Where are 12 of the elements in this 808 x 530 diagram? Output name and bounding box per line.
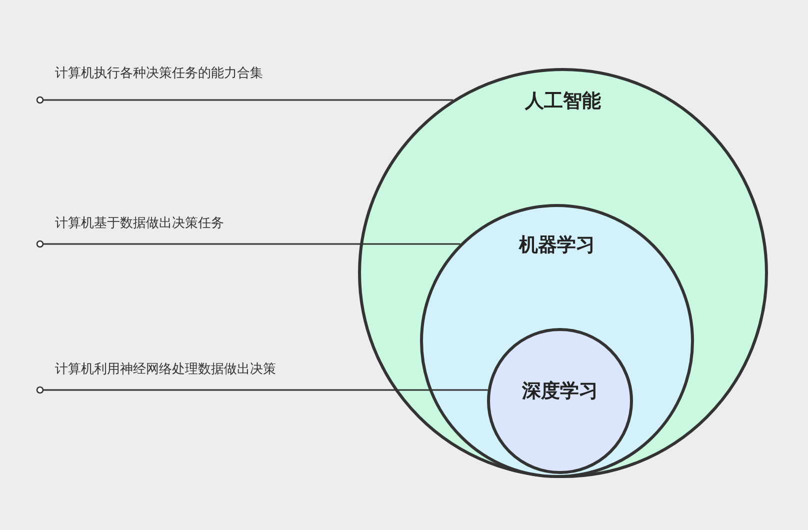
description-text: 计算机利用神经网络处理数据做出决策	[55, 361, 276, 378]
leader-line	[36, 386, 488, 394]
region-label: 机器学习	[519, 233, 595, 258]
leader-line	[36, 96, 454, 104]
circle-region	[487, 328, 633, 474]
region-label: 人工智能	[525, 89, 601, 114]
description-text: 计算机执行各种决策任务的能力合集	[55, 65, 263, 82]
circle-region	[420, 204, 694, 478]
leader-line	[36, 240, 460, 248]
circle-region	[358, 68, 768, 478]
description-text: 计算机基于数据做出决策任务	[55, 215, 224, 232]
region-label: 深度学习	[522, 379, 598, 404]
